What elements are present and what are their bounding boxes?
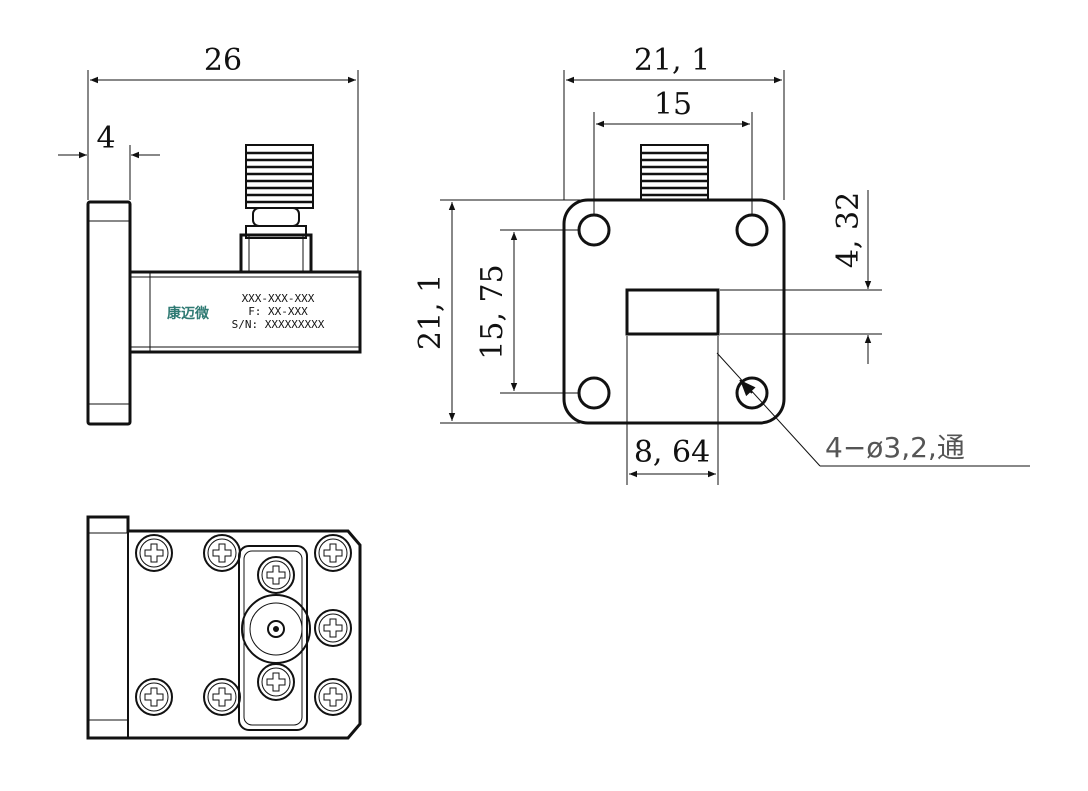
svg-text:15: 15 [654,87,692,122]
logo-text: 康迈微 [167,305,210,322]
flange-side [86,200,132,426]
dim-overall-length: 26 [87,43,359,272]
connector-thread [245,144,314,209]
flange-front [562,198,786,425]
front-view [562,144,786,425]
dim-flange-width: 21, 1 [563,43,785,200]
dim-flange-height: 21, 1 [413,199,580,424]
svg-text:21, 1: 21, 1 [413,274,448,350]
screw-icon [257,556,295,594]
dim-aperture-height: 4, 32 [720,190,882,364]
screw-icon [257,663,295,701]
screw-icon [135,534,173,572]
hole-note-leader: 4−ø3,2,通 [716,352,1030,467]
screw-icon [203,534,241,572]
dim-hole-spacing-h: 15 [593,87,753,215]
connector-nut [252,207,300,227]
side-view: 康迈微 XXX-XXX-XXX F: XX-XXX S/N: XXXXXXXXX [86,144,362,426]
svg-text:26: 26 [204,43,242,78]
connector-housing [238,545,308,731]
mount-hole [735,213,769,247]
serial-label: S/N: XXXXXXXXX [232,318,325,331]
mount-hole [735,376,769,410]
svg-text:4: 4 [96,121,115,156]
frequency-label: F: XX-XXX [248,305,308,318]
part-number: XXX-XXX-XXX [242,292,315,305]
hole-note: 4−ø3,2,通 [825,431,965,464]
svg-text:4, 32: 4, 32 [831,192,866,268]
screw-icon [314,609,352,647]
screw-icon [203,678,241,716]
waveguide-aperture [625,288,720,336]
screw-icon [135,678,173,716]
dim-flange-thickness: 4 [58,121,160,200]
svg-text:21, 1: 21, 1 [634,43,710,78]
screw-icon [314,534,352,572]
screw-group [135,534,352,716]
mount-hole [577,213,611,247]
svg-text:15, 75: 15, 75 [475,264,510,359]
dim-hole-spacing-v: 15, 75 [475,229,579,394]
top-view [86,515,362,740]
adapter-body [128,270,362,354]
connector-base [239,233,313,274]
dim-aperture-width: 8, 64 [626,336,719,485]
screw-icon [314,678,352,716]
svg-text:8, 64: 8, 64 [634,435,710,470]
mount-hole [577,376,611,410]
